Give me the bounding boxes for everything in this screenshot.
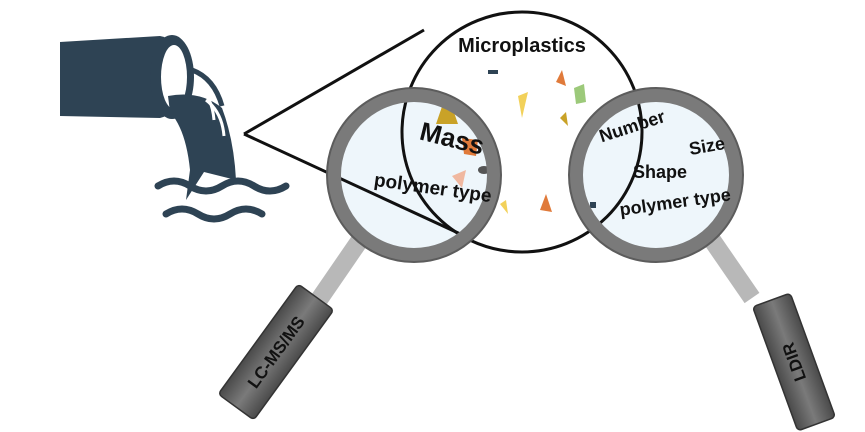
drain-pipe-icon [60,35,236,200]
microplastic-particle [540,194,552,212]
microplastic-particles [488,70,586,214]
microplastic-particle [556,70,566,86]
microplastics-title: Microplastics [458,35,586,57]
microplastic-particle [574,84,586,104]
microplastic-particle [560,112,568,126]
microplastic-particle [518,92,528,118]
right-magnifier-icon: Number Size Shape polymer type [568,87,744,263]
right-magnifier-handle: LDIR [704,234,835,431]
left-magnifier-icon: Mass polymer type [326,87,502,263]
water-waves-icon [154,177,290,223]
microplastic-particle [500,200,508,214]
left-magnifier-handle: LC-MS/MS [219,234,368,420]
shape-label: Shape [633,162,687,182]
microplastic-particle [488,70,498,74]
